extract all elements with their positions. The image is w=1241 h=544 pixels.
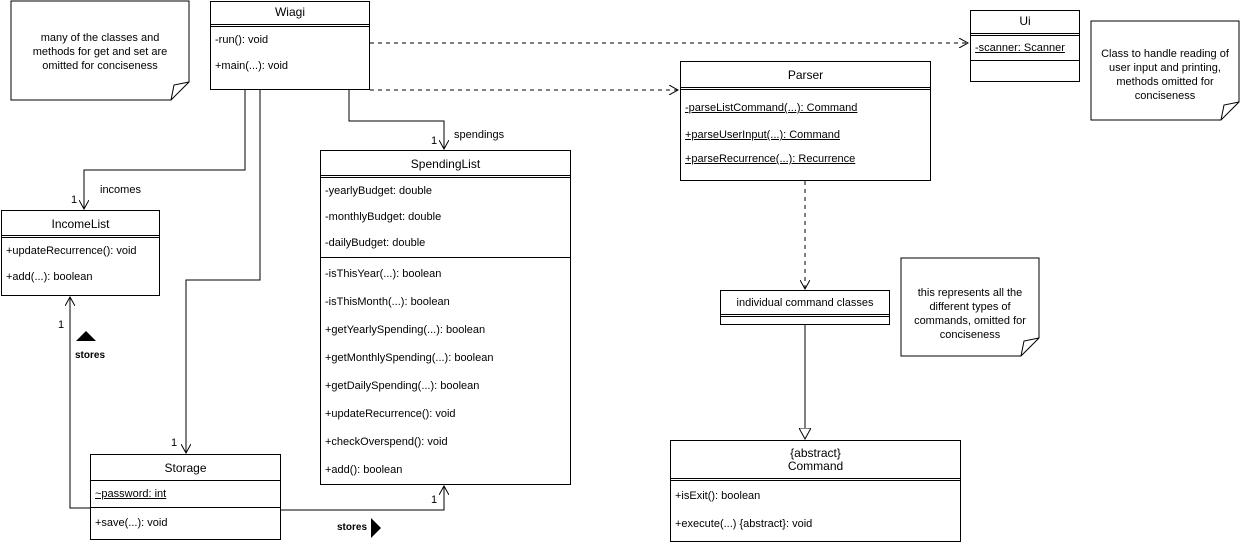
class-spendinglist-method: +getMonthlySpending(...): boolean [325,352,494,364]
label-incomes: incomes [100,184,141,196]
class-command-stereotype: {abstract} [790,446,841,460]
note-commands-fold [1020,337,1040,357]
note-getset-shape [10,0,190,101]
class-ui-name: Ui [971,11,1079,36]
class-spendinglist-name: SpendingList [321,151,570,178]
class-spendinglist-method: +getDailySpending(...): boolean [325,380,480,392]
class-storage-name: Storage [91,455,280,481]
class-spendinglist: SpendingList -yearlyBudget: double -mont… [320,150,571,485]
class-spendinglist-method: +checkOverspend(): void [325,436,448,448]
class-spendinglist-method: +add(): boolean [325,464,403,476]
label-income-store-mult: 1 [58,319,65,331]
class-parser: Parser -parseListCommand(...): Command +… [680,61,931,181]
note-getset-text: many of the classes and methods for get … [32,32,168,72]
edge-wiagi-storage [186,90,261,453]
class-spendinglist-method: -isThisMonth(...): boolean [325,296,450,308]
label-storage-mult: 1 [171,437,178,449]
note-commands-shape [900,257,1040,357]
class-command-name: Command [787,459,844,473]
class-wiagi-method: -run(): void [215,34,269,46]
class-parser-method: +parseUserInput(...): Command [685,129,840,141]
note-commands-text: this represents all the different types … [914,287,1026,341]
class-parser-name: Parser [681,62,930,90]
label-spending-store-mult: 1 [431,494,438,506]
class-incomelist-method: +add(...): boolean [6,271,93,283]
class-command-method: +isExit(): boolean [675,490,761,502]
label-stores-bottom: stores [337,522,368,533]
class-command: {abstract} Command +isExit(): boolean +e… [670,440,961,542]
class-parser-method: +parseRecurrence(...): Recurrence [685,153,856,165]
class-spendinglist-attributes: -yearlyBudget: double -monthlyBudget: do… [321,178,570,257]
class-ui-attributes: -scanner: Scanner [971,36,1079,61]
edge-storage-incomelist [70,297,91,509]
class-spendinglist-methods: -isThisYear(...): boolean -isThisMonth(.… [321,257,570,484]
class-individual-commands-name: individual command classes [721,291,889,317]
class-parser-method: -parseListCommand(...): Command [685,102,858,114]
label-stores-left: stores [75,350,106,361]
class-command-header: {abstract} Command [671,441,960,481]
note-commands: this represents all the different types … [905,286,1035,342]
class-storage-attribute: ~password: int [95,488,167,500]
class-wiagi-name: Wiagi [211,2,369,27]
class-ui-attribute: -scanner: Scanner [975,42,1065,54]
class-storage-method: +save(...): void [95,517,168,529]
note-ui: Class to handle reading of user input an… [1094,47,1236,103]
class-wiagi: Wiagi -run(): void +main(...): void [210,1,370,90]
label-spendings: spendings [454,129,505,141]
note-getset-fold [170,81,190,101]
class-parser-methods: -parseListCommand(...): Command +parseUs… [681,90,930,172]
stores-right-triangle [371,518,381,538]
class-storage: Storage ~password: int +save(...): void [90,454,281,540]
class-incomelist-name: IncomeList [2,211,159,238]
class-spendinglist-method: +getYearlySpending(...): boolean [325,324,486,336]
class-ui: Ui -scanner: Scanner [970,10,1080,82]
class-storage-methods: +save(...): void [91,507,280,538]
class-spendinglist-attribute: -dailyBudget: double [325,237,426,249]
note-ui-shape [1090,20,1240,121]
class-incomelist-method: +updateRecurrence(): void [6,245,137,257]
edge-wiagi-incomelist [84,90,246,209]
class-spendinglist-attribute: -yearlyBudget: double [325,185,433,197]
class-incomelist-methods: +updateRecurrence(): void +add(...): boo… [2,238,159,290]
class-spendinglist-attribute: -monthlyBudget: double [325,211,442,223]
class-individual-commands: individual command classes [720,290,890,325]
stores-up-triangle [76,331,96,341]
edge-wiagi-spendinglist [348,90,444,149]
class-command-methods: +isExit(): boolean +execute(...) {abstra… [671,481,960,533]
class-storage-attributes: ~password: int [91,481,280,507]
note-ui-fold [1220,101,1240,121]
class-command-method: +execute(...) {abstract}: void [675,518,813,530]
class-wiagi-methods: -run(): void +main(...): void [211,27,369,79]
note-getset: many of the classes and methods for get … [26,31,174,73]
class-wiagi-method: +main(...): void [215,60,289,72]
edge-storage-spendinglist [281,486,444,511]
label-incomes-mult: 1 [71,194,78,206]
note-ui-text: Class to handle reading of user input an… [1101,48,1229,102]
class-incomelist: IncomeList +updateRecurrence(): void +ad… [1,210,160,296]
class-spendinglist-method: +updateRecurrence(): void [325,408,456,420]
class-spendinglist-method: -isThisYear(...): boolean [325,268,442,280]
label-spendings-mult: 1 [431,135,438,147]
